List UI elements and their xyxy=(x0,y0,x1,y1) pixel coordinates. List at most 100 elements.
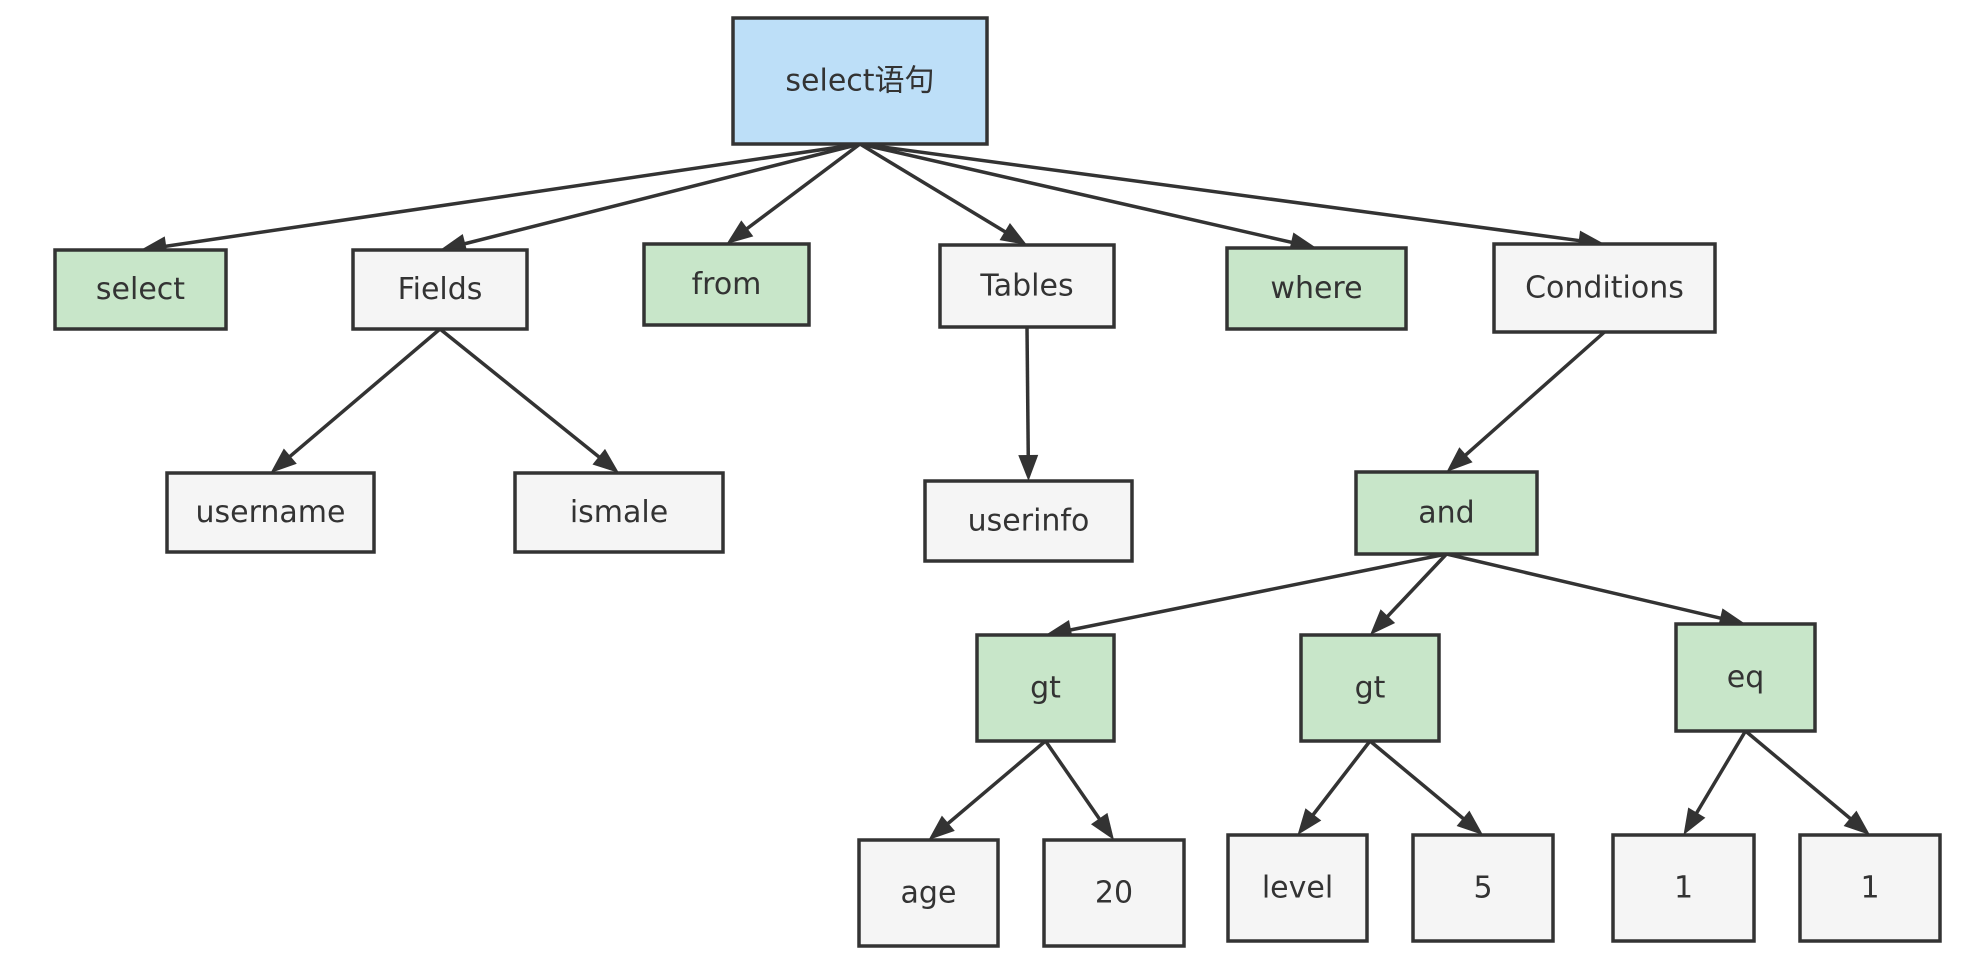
node-label: userinfo xyxy=(968,504,1090,539)
node-label: 1 xyxy=(1860,871,1879,906)
edge-line xyxy=(1044,740,1102,822)
node-label: age xyxy=(901,876,957,911)
node-label: level xyxy=(1262,871,1333,906)
arrow-head-icon xyxy=(928,815,955,840)
edge-gt1-to-age xyxy=(928,739,1047,840)
edge-conditions-to-and xyxy=(1446,330,1606,472)
node-username: username xyxy=(165,471,376,554)
edge-root-to-conditions xyxy=(859,142,1605,251)
arrow-head-icon xyxy=(999,222,1027,245)
edge-line xyxy=(859,142,1008,235)
node-fields: Fields xyxy=(351,248,529,331)
node-box xyxy=(1492,242,1717,334)
node-one_a: 1 xyxy=(1611,833,1756,943)
edge-eq-to-one_b xyxy=(1744,729,1870,835)
arrow-head-icon xyxy=(1683,807,1706,835)
edge-tables-to-userinfo xyxy=(1018,326,1039,481)
edge-eq-to-one_a xyxy=(1683,730,1748,835)
edge-root-to-tables xyxy=(859,142,1027,245)
edge-line xyxy=(945,739,1047,826)
edge-line xyxy=(1025,326,1031,458)
node-label: and xyxy=(1418,496,1474,531)
node-label: from xyxy=(692,267,762,302)
node-box xyxy=(1798,833,1942,943)
node-v20: 20 xyxy=(1042,838,1186,948)
edge-and-to-gt2 xyxy=(1370,552,1448,635)
node-eq: eq xyxy=(1674,622,1817,733)
edge-fields-to-username xyxy=(270,327,442,473)
edge-line xyxy=(859,142,1581,243)
node-label: 5 xyxy=(1473,871,1492,906)
node-label: where xyxy=(1270,271,1362,306)
edge-fields-to-ismale xyxy=(438,327,619,473)
node-label: gt xyxy=(1355,671,1386,706)
node-label: gt xyxy=(1030,671,1061,706)
nodes-layer: select语句 select Fields from Tables where Condi… xyxy=(53,16,1942,948)
arrow-head-icon xyxy=(270,448,297,473)
node-box xyxy=(923,479,1134,563)
node-where: where xyxy=(1225,246,1408,331)
arrow-head-icon xyxy=(1843,810,1870,835)
edge-line xyxy=(1744,729,1853,821)
node-box xyxy=(1354,470,1539,556)
edge-line xyxy=(744,142,862,232)
node-one_b: 1 xyxy=(1798,833,1942,943)
node-box xyxy=(975,633,1116,743)
node-label: username xyxy=(196,495,346,530)
node-box xyxy=(1411,833,1555,943)
arrow-head-icon xyxy=(1297,808,1322,835)
edge-line xyxy=(1463,330,1606,458)
edge-gt2-to-v5 xyxy=(1368,739,1483,835)
node-gt1: gt xyxy=(975,633,1116,743)
node-label: 20 xyxy=(1095,876,1133,911)
node-label: ismale xyxy=(570,495,668,530)
edge-line xyxy=(1310,739,1372,818)
edge-line xyxy=(1368,739,1466,821)
arrow-head-icon xyxy=(592,448,619,473)
node-select: select xyxy=(53,248,228,331)
arrow-head-icon xyxy=(1090,812,1114,840)
node-from: from xyxy=(642,242,811,327)
edge-line xyxy=(1694,730,1748,816)
node-box xyxy=(513,471,725,554)
node-label: Conditions xyxy=(1525,271,1684,306)
node-ismale: ismale xyxy=(513,471,725,554)
edge-root-to-from xyxy=(726,142,862,244)
node-label: Tables xyxy=(979,269,1073,304)
node-and: and xyxy=(1354,470,1539,556)
node-label: select xyxy=(96,272,185,307)
edges-layer xyxy=(140,142,1870,840)
node-box xyxy=(1611,833,1756,943)
edge-line xyxy=(163,142,861,249)
arrow-head-icon xyxy=(1018,454,1039,481)
node-label: 1 xyxy=(1674,871,1693,906)
node-label: eq xyxy=(1727,660,1765,695)
node-box xyxy=(53,248,228,331)
edge-and-to-eq xyxy=(1446,552,1746,628)
node-box xyxy=(1042,838,1186,948)
node-box xyxy=(938,243,1116,329)
node-gt2: gt xyxy=(1299,633,1441,743)
arrow-head-icon xyxy=(726,220,754,244)
arrow-head-icon xyxy=(1456,810,1483,835)
edge-line xyxy=(1385,552,1448,619)
node-age: age xyxy=(857,838,1000,948)
edge-root-to-select xyxy=(140,142,861,257)
node-box xyxy=(165,471,376,554)
node-box xyxy=(1225,246,1408,331)
node-tables: Tables xyxy=(938,243,1116,329)
arrow-head-icon xyxy=(1446,447,1473,472)
node-root: select语句 xyxy=(731,16,989,146)
edge-gt1-to-v20 xyxy=(1044,740,1114,840)
node-box xyxy=(1674,622,1817,733)
edge-root-to-fields xyxy=(440,142,861,254)
edge-line xyxy=(1446,552,1723,621)
node-box xyxy=(1299,633,1441,743)
arrow-head-icon xyxy=(1370,609,1396,635)
node-box xyxy=(642,242,811,327)
edge-line xyxy=(438,327,602,460)
node-conditions: Conditions xyxy=(1492,242,1717,334)
node-label: select语句 xyxy=(785,64,934,99)
edge-line xyxy=(859,142,1294,245)
